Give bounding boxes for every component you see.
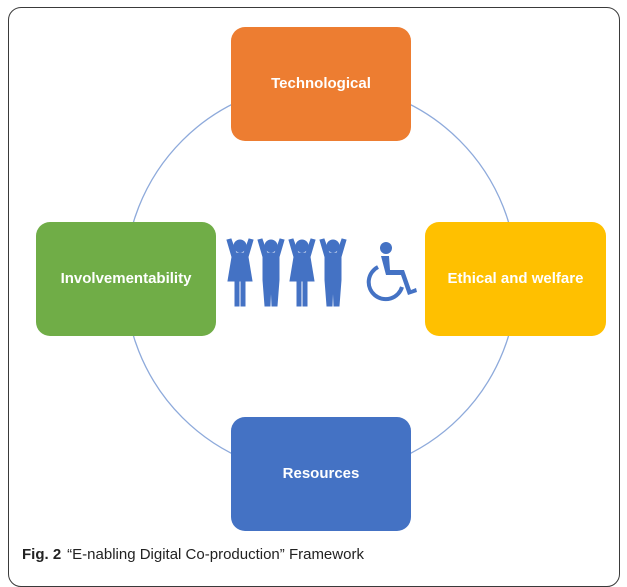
node-resources-label: Resources (282, 465, 360, 482)
wheelchair-user-icon (366, 242, 417, 302)
figure-label: Fig. 2 (22, 546, 62, 563)
node-involvementability: Involvementability (36, 222, 216, 336)
figure-caption-text: “E-nabling Digital Co-production” Framew… (67, 546, 364, 563)
node-technological: Technological (231, 27, 411, 141)
node-technological-label: Technological (271, 75, 371, 92)
figure-caption: Fig. 2 “E-nabling Digital Co-production” … (22, 546, 364, 563)
people-group-icon (226, 238, 347, 307)
node-involvementability-label: Involvementability (60, 270, 192, 287)
node-ethical-and-welfare: Ethical and welfare (425, 222, 606, 336)
node-resources: Resources (231, 417, 411, 531)
node-ethical-and-welfare-label: Ethical and welfare (447, 270, 584, 287)
